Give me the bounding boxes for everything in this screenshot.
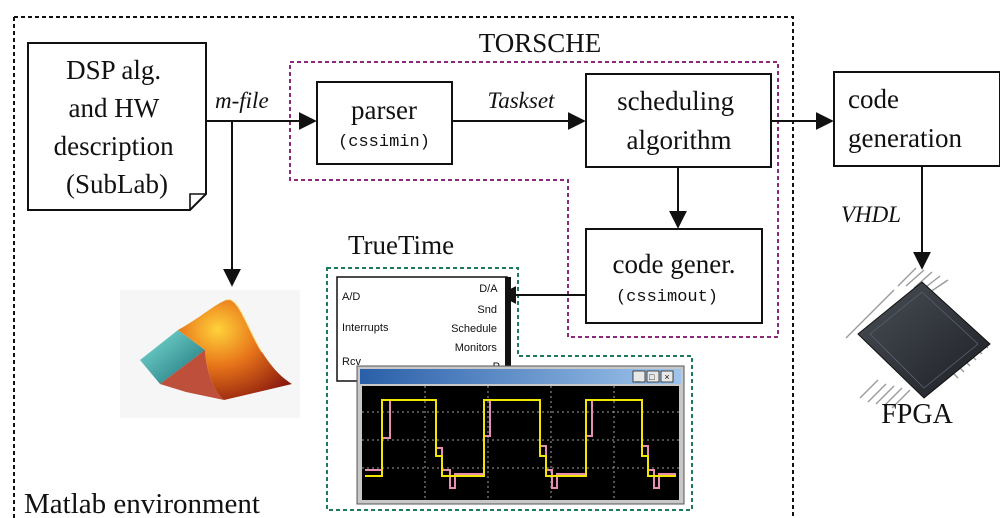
scope-minimize-button[interactable]: [632, 370, 646, 383]
scope-maximize-button[interactable]: [646, 370, 660, 383]
parser-subtitle: (cssimin): [338, 133, 430, 152]
tt-in-port-interrupts: Interrupts: [342, 322, 389, 334]
doc-line-2: and HW: [69, 93, 160, 123]
doc-line-1: DSP alg.: [66, 55, 161, 85]
parser-title: parser: [351, 95, 417, 125]
tt-in-port-rcv: Rcv: [342, 356, 361, 368]
truetime-label: TrueTime: [348, 230, 454, 260]
fpga-chip: [845, 267, 991, 409]
svg-text:scheduling algorithm: scheduling algorithm: [617, 86, 741, 155]
dsp-description-document: [27, 42, 207, 211]
edge-label-mfile: m-file: [215, 88, 269, 113]
scope-maximize-glyph: □: [649, 372, 655, 382]
svg-text:A/D Interrupts Rcv: A/D Interrupts Rcv: [342, 291, 392, 368]
tt-out-port-snd: Snd: [477, 304, 497, 316]
scope-window: _ □ ×: [356, 365, 685, 505]
doc-line-4: (SubLab): [66, 169, 168, 199]
tt-out-port-schedule: Schedule: [451, 323, 497, 335]
scheduler-line-2: algorithm: [627, 125, 732, 155]
code-gener-box: [585, 228, 763, 324]
svg-text:_ □ ×: _ □ ×: [634, 372, 669, 382]
matlab-environment-label: Matlab environment: [24, 488, 260, 518]
scheduler-line-1: scheduling: [617, 86, 734, 116]
code-gener-title: code gener.: [613, 249, 736, 279]
scope-minimize-glyph: _: [634, 372, 641, 382]
scope-window-buttons: _ □ ×: [632, 370, 674, 383]
matlab-environment-frame: [13, 16, 794, 518]
torsche-label: TORSCHE: [479, 28, 602, 58]
scope-close-button[interactable]: [660, 370, 674, 383]
tt-in-port-ad: A/D: [342, 291, 360, 303]
torsche-frame: [289, 61, 779, 338]
tt-out-port-da: D/A: [479, 283, 498, 295]
edge-label-vhdl: VHDL: [841, 202, 901, 227]
scope-signal-yellow: [365, 399, 676, 477]
fpga-label: FPGA: [881, 399, 953, 430]
matlab-logo: [120, 290, 300, 418]
truetime-kernel-block: [336, 276, 511, 382]
scope-titlebar: [360, 369, 681, 384]
tt-out-port-monitors: Monitors: [455, 342, 498, 354]
svg-text:DSP alg. and HW descri: DSP alg. and HW description (SubLab): [54, 55, 181, 199]
svg-text:code generation: code generation: [848, 84, 962, 153]
edge-label-taskset: Taskset: [488, 88, 555, 113]
scope-close-glyph: ×: [664, 372, 669, 382]
truetime-frame: [326, 267, 693, 511]
parser-box: [316, 81, 453, 165]
scope-plot-area: [362, 386, 679, 500]
doc-line-3: description: [54, 131, 174, 161]
code-generation-line-2: generation: [848, 123, 962, 153]
code-gener-subtitle: (cssimout): [616, 288, 718, 307]
code-generation-line-1: code: [848, 84, 899, 114]
code-generation-box: [833, 71, 1000, 167]
